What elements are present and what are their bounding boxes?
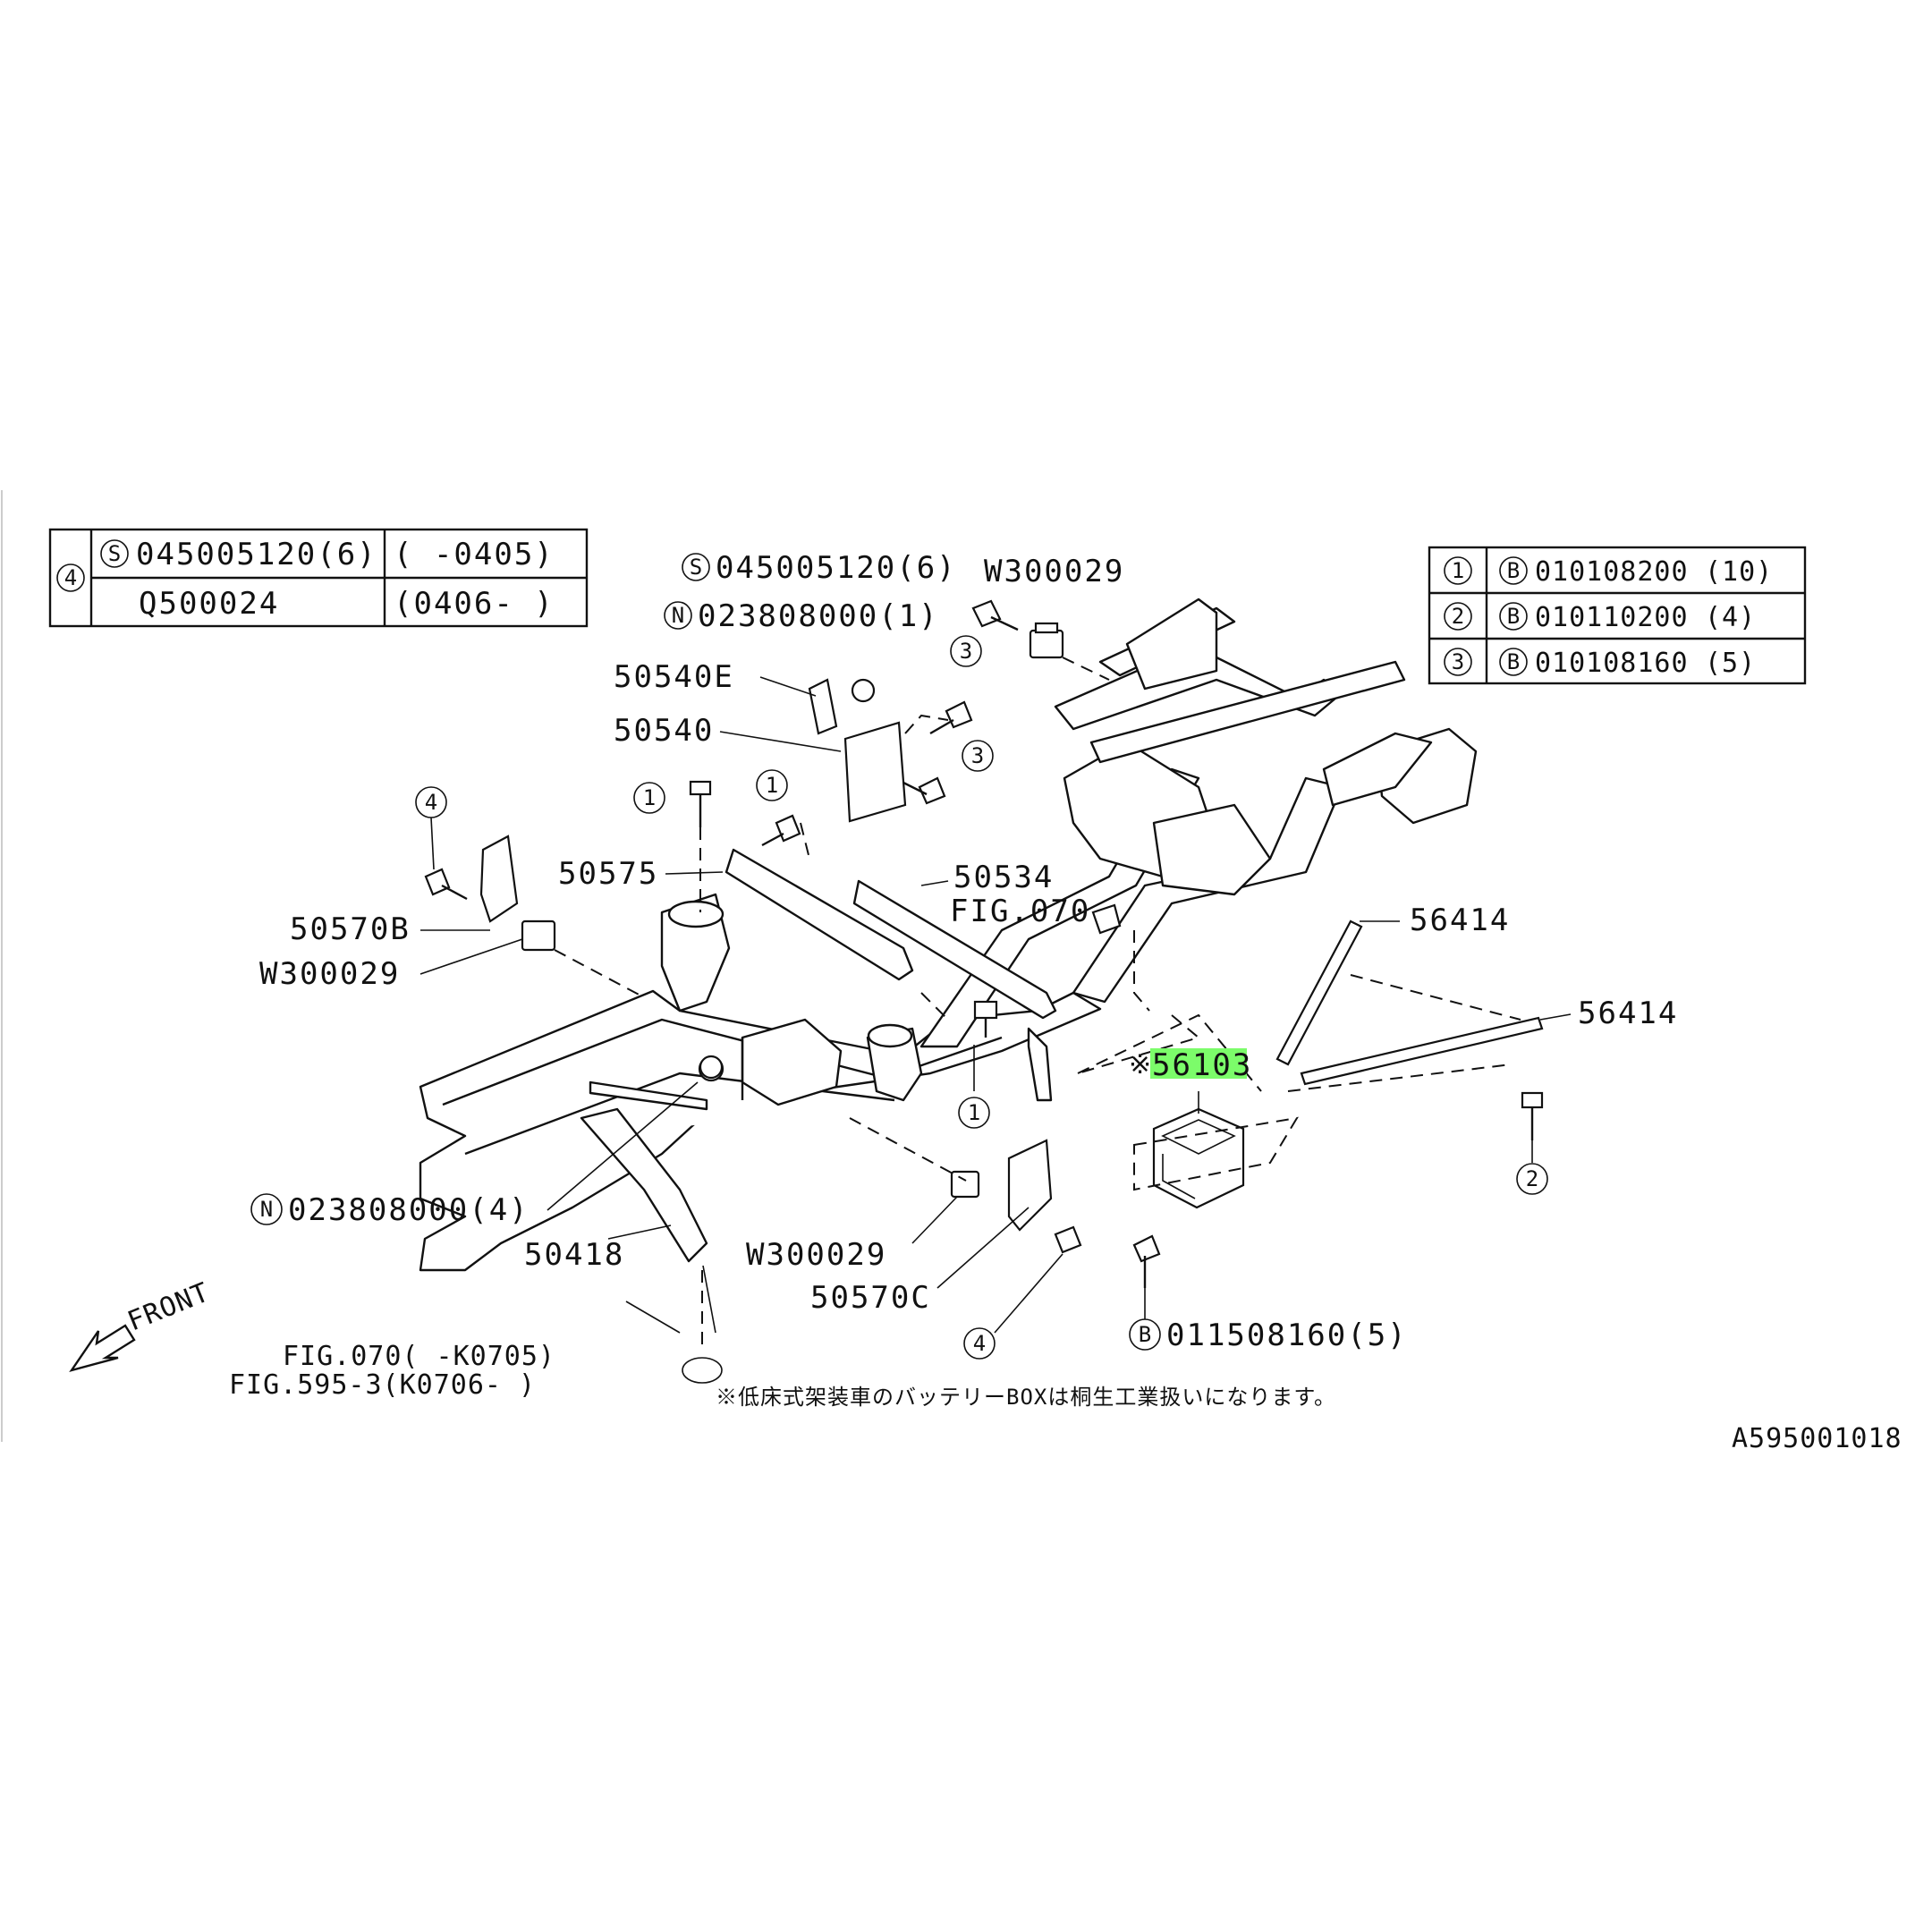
callout-fig070-mid: FIG.070 bbox=[950, 894, 1090, 929]
table-left: 4 S 045005120(6) ( -0405) Q500024 (0406-… bbox=[48, 528, 589, 628]
highlight-56103 bbox=[1150, 1048, 1247, 1079]
callout-b-prefix: B bbox=[1139, 1322, 1151, 1347]
callout-ref1-a: 1 bbox=[643, 785, 656, 810]
callout-50575: 50575 bbox=[558, 856, 658, 892]
callout-011508160: 011508160(5) bbox=[1166, 1318, 1408, 1353]
callout-ref1-c: 1 bbox=[968, 1100, 980, 1125]
callout-50570b: 50570B bbox=[290, 911, 411, 947]
small-parts bbox=[424, 599, 1544, 1384]
callout-045005120: 045005120(6) bbox=[716, 550, 957, 586]
table-left-row1-prefix: S bbox=[108, 541, 121, 566]
table-right-row2-ref: 2 bbox=[1452, 604, 1464, 629]
callout-50540e: 50540E bbox=[614, 659, 734, 695]
chassis-frame bbox=[419, 597, 1478, 1272]
callout-50570c: 50570C bbox=[810, 1280, 931, 1316]
callout-50418: 50418 bbox=[524, 1237, 624, 1273]
table-left-row2-range: (0406- ) bbox=[394, 586, 555, 622]
callout-fig070-bottom: FIG.070( -K0705) bbox=[283, 1341, 555, 1372]
table-left-ref: 4 bbox=[64, 565, 77, 590]
leader-lines bbox=[419, 676, 1572, 1334]
footnote: ※低床式架装車のバッテリーBOXは桐生工業扱いになります。 bbox=[716, 1385, 1336, 1410]
table-right-row3-prefix: B bbox=[1507, 649, 1520, 674]
table-left-row1-part: 045005120(6) bbox=[136, 537, 377, 572]
front-arrow: FRONT bbox=[69, 1276, 214, 1373]
callout-56103-mark: ※ bbox=[1129, 1049, 1152, 1080]
callout-023808000-4: 023808000(4) bbox=[288, 1192, 530, 1228]
table-right-row1-prefix: B bbox=[1507, 558, 1520, 583]
diagram-id: A595001018 bbox=[1732, 1423, 1902, 1454]
table-right-row1-ref: 1 bbox=[1452, 558, 1464, 583]
callout-ref2: 2 bbox=[1526, 1166, 1538, 1191]
guide-lines bbox=[554, 657, 1521, 1351]
callout-fig595: FIG.595-3(K0706- ) bbox=[229, 1369, 536, 1401]
callout-56414-b: 56414 bbox=[1578, 996, 1678, 1031]
callout-s-prefix: S bbox=[690, 555, 702, 580]
table-left-row1-range: ( -0405) bbox=[394, 537, 555, 572]
front-label: FRONT bbox=[123, 1276, 214, 1337]
callout-ref4-left: 4 bbox=[425, 790, 437, 815]
callout-50540: 50540 bbox=[614, 713, 714, 749]
callout-w300029-top: W300029 bbox=[984, 554, 1124, 589]
callout-56103: 56103 bbox=[1152, 1047, 1252, 1083]
callout-w300029-bottom: W300029 bbox=[746, 1237, 886, 1273]
table-right-row2-prefix: B bbox=[1507, 604, 1520, 629]
callout-023808000-1: 023808000(1) bbox=[698, 598, 939, 634]
callout-ref3-a: 3 bbox=[960, 639, 972, 664]
callout-w300029-left: W300029 bbox=[259, 956, 400, 992]
callout-ref4-bottom: 4 bbox=[973, 1331, 986, 1356]
table-right-row2-part: 010110200 bbox=[1535, 602, 1689, 633]
callout-56414-a: 56414 bbox=[1410, 902, 1510, 938]
table-left-row2-part: Q500024 bbox=[139, 586, 279, 622]
table-right-row3-part: 010108160 bbox=[1535, 648, 1689, 679]
callout-50534: 50534 bbox=[953, 860, 1054, 895]
table-right: 1 B 010108200 (10) 2 B 010110200 (4) 3 B… bbox=[1428, 546, 1807, 685]
table-right-row3-ref: 3 bbox=[1452, 649, 1464, 674]
table-right-row2-qty: (4) bbox=[1705, 602, 1756, 633]
callout-n-prefix-b: N bbox=[260, 1197, 273, 1222]
table-right-row3-qty: (5) bbox=[1705, 648, 1756, 679]
table-right-row1-qty: (10) bbox=[1705, 556, 1773, 588]
callout-n-prefix: N bbox=[672, 603, 684, 628]
callout-ref3-b: 3 bbox=[971, 743, 984, 768]
callout-ref1-b: 1 bbox=[766, 773, 778, 798]
table-right-row1-part: 010108200 bbox=[1535, 556, 1689, 588]
callouts: S 045005120(6) W300029 N 023808000(1) 50… bbox=[229, 550, 1902, 1454]
